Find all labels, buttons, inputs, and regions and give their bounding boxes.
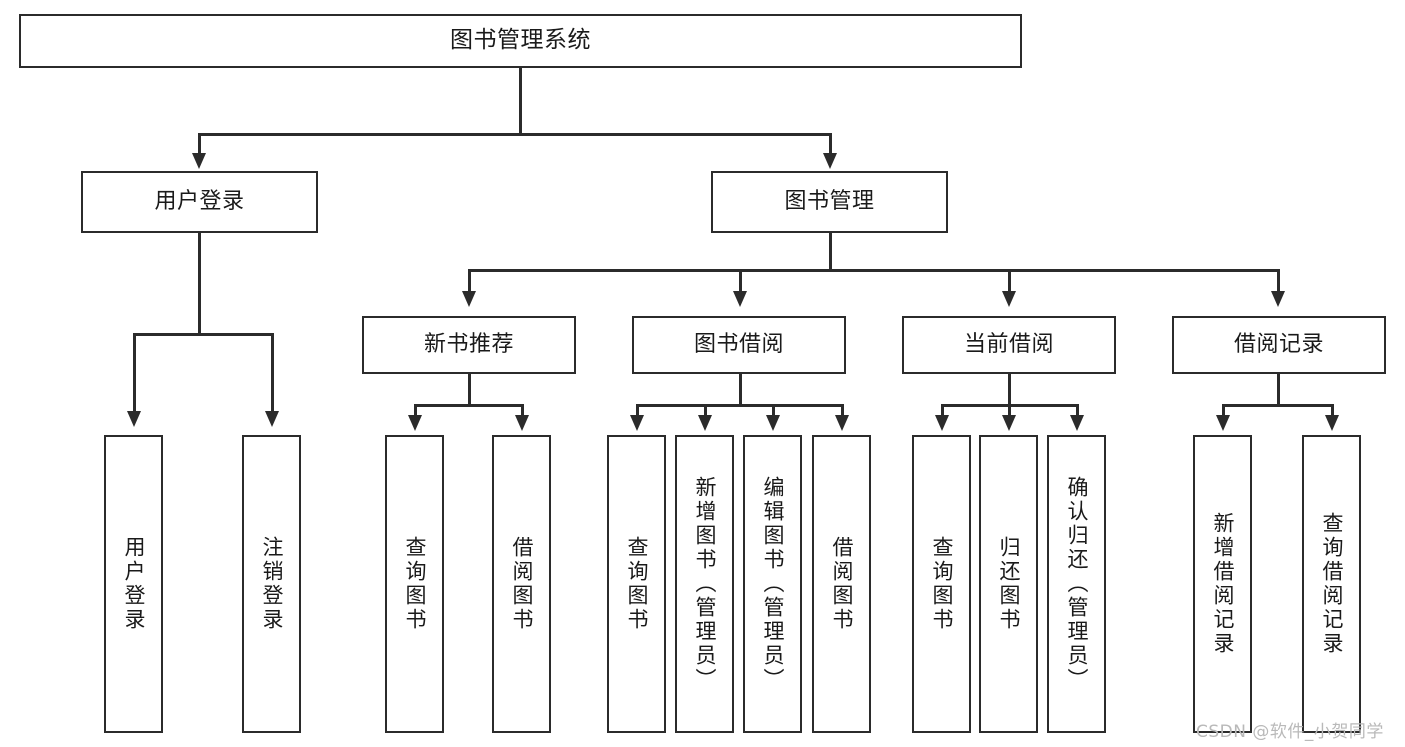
arrow-icon-borrow-records <box>1271 291 1285 307</box>
connector-drop-cb-leaf-2 <box>1008 404 1011 418</box>
connector-drop-book-management <box>829 133 832 159</box>
node-label: 查询借阅记录 <box>1320 512 1344 656</box>
node-label: 当前借阅 <box>963 331 1054 357</box>
arrow-icon-bb-leaf-1 <box>630 415 644 431</box>
connector-new-book-stem <box>468 374 471 406</box>
connector-book-borrow-stem <box>739 374 742 406</box>
arrow-icon-cb-leaf-1 <box>935 415 949 431</box>
leaf-br-add-record[interactable]: 新增借阅记录 <box>1193 435 1252 733</box>
connector-user-login-bus <box>133 333 274 336</box>
node-label: 新增图书（管理员） <box>693 476 717 692</box>
connector-drop-bb-leaf-1 <box>636 404 639 418</box>
leaf-br-query-record[interactable]: 查询借阅记录 <box>1302 435 1361 733</box>
connector-drop-new-book <box>468 269 471 295</box>
connector-drop-book-borrow <box>739 269 742 295</box>
leaf-nb-query-book[interactable]: 查询图书 <box>385 435 444 733</box>
arrow-icon-book-borrow <box>733 291 747 307</box>
node-user-login[interactable]: 用户登录 <box>81 171 318 233</box>
leaf-bb-edit-book-admin[interactable]: 编辑图书（管理员） <box>743 435 802 733</box>
leaf-logout[interactable]: 注销登录 <box>242 435 301 733</box>
node-label: 确认归还（管理员） <box>1065 476 1089 692</box>
connector-book-management-stem <box>829 233 832 271</box>
leaf-cb-confirm-return-admin[interactable]: 确认归还（管理员） <box>1047 435 1106 733</box>
arrow-icon-br-leaf-2 <box>1325 415 1339 431</box>
connector-root-stem <box>519 68 522 135</box>
node-book-borrow[interactable]: 图书借阅 <box>632 316 846 374</box>
node-label: 图书借阅 <box>693 331 784 357</box>
leaf-cb-return-book[interactable]: 归还图书 <box>979 435 1038 733</box>
node-label: 借阅图书 <box>830 536 854 632</box>
node-borrow-records[interactable]: 借阅记录 <box>1172 316 1386 374</box>
connector-user-login-stem <box>198 233 201 335</box>
node-label: 查询图书 <box>625 536 649 632</box>
connector-drop-leaf-user-login <box>133 333 136 415</box>
arrow-icon-nb-leaf-2 <box>515 415 529 431</box>
connector-drop-bb-leaf-4 <box>841 404 844 418</box>
arrow-icon-leaf-logout <box>265 411 279 427</box>
node-label: 新增借阅记录 <box>1211 512 1235 656</box>
leaf-nb-borrow-book[interactable]: 借阅图书 <box>492 435 551 733</box>
node-label: 新书推荐 <box>423 331 514 357</box>
connector-drop-br-leaf-1 <box>1222 404 1225 418</box>
connector-drop-cb-leaf-1 <box>941 404 944 418</box>
connector-drop-cb-leaf-3 <box>1076 404 1079 418</box>
connector-drop-bb-leaf-2 <box>704 404 707 418</box>
connector-drop-leaf-logout <box>271 333 274 415</box>
node-root-book-management-system[interactable]: 图书管理系统 <box>19 14 1022 68</box>
connector-borrow-records-stem <box>1277 374 1280 406</box>
arrow-icon-current-borrow <box>1002 291 1016 307</box>
arrow-icon-bb-leaf-2 <box>698 415 712 431</box>
arrow-icon-br-leaf-1 <box>1216 415 1230 431</box>
leaf-bb-borrow-book[interactable]: 借阅图书 <box>812 435 871 733</box>
connector-drop-nb-leaf-2 <box>521 404 524 418</box>
arrow-icon-bb-leaf-3 <box>766 415 780 431</box>
leaf-bb-query-book[interactable]: 查询图书 <box>607 435 666 733</box>
connector-drop-br-leaf-2 <box>1331 404 1334 418</box>
node-label: 图书管理系统 <box>450 27 591 54</box>
connector-current-borrow-stem <box>1008 374 1011 406</box>
connector-level3-bus <box>468 269 1279 272</box>
leaf-user-login[interactable]: 用户登录 <box>104 435 163 733</box>
node-label: 编辑图书（管理员） <box>761 476 785 692</box>
node-current-borrow[interactable]: 当前借阅 <box>902 316 1116 374</box>
connector-book-borrow-bus <box>636 404 843 407</box>
node-label: 借阅记录 <box>1233 331 1324 357</box>
connector-new-book-bus <box>414 404 524 407</box>
node-label: 图书管理 <box>784 188 875 214</box>
connector-drop-user-login <box>198 133 201 159</box>
arrow-icon-bb-leaf-4 <box>835 415 849 431</box>
connector-drop-borrow-records <box>1277 269 1280 295</box>
node-label: 查询图书 <box>403 536 427 632</box>
arrow-icon-book-management <box>823 153 837 169</box>
node-label: 用户登录 <box>154 188 245 214</box>
arrow-icon-cb-leaf-3 <box>1070 415 1084 431</box>
connector-drop-nb-leaf-1 <box>414 404 417 418</box>
node-label: 注销登录 <box>260 536 284 632</box>
arrow-icon-cb-leaf-2 <box>1002 415 1016 431</box>
connector-borrow-records-bus <box>1222 404 1334 407</box>
arrow-icon-nb-leaf-1 <box>408 415 422 431</box>
connector-drop-bb-leaf-3 <box>772 404 775 418</box>
leaf-cb-query-book[interactable]: 查询图书 <box>912 435 971 733</box>
node-label: 用户登录 <box>122 536 146 632</box>
connector-drop-current-borrow <box>1008 269 1011 295</box>
arrow-icon-leaf-user-login <box>127 411 141 427</box>
node-new-book-recommend[interactable]: 新书推荐 <box>362 316 576 374</box>
connector-level2-bus <box>198 133 831 136</box>
node-label: 查询图书 <box>930 536 954 632</box>
leaf-bb-add-book-admin[interactable]: 新增图书（管理员） <box>675 435 734 733</box>
node-label: 借阅图书 <box>510 536 534 632</box>
arrow-icon-new-book <box>462 291 476 307</box>
node-book-management[interactable]: 图书管理 <box>711 171 948 233</box>
arrow-icon-user-login <box>192 153 206 169</box>
node-label: 归还图书 <box>997 536 1021 632</box>
